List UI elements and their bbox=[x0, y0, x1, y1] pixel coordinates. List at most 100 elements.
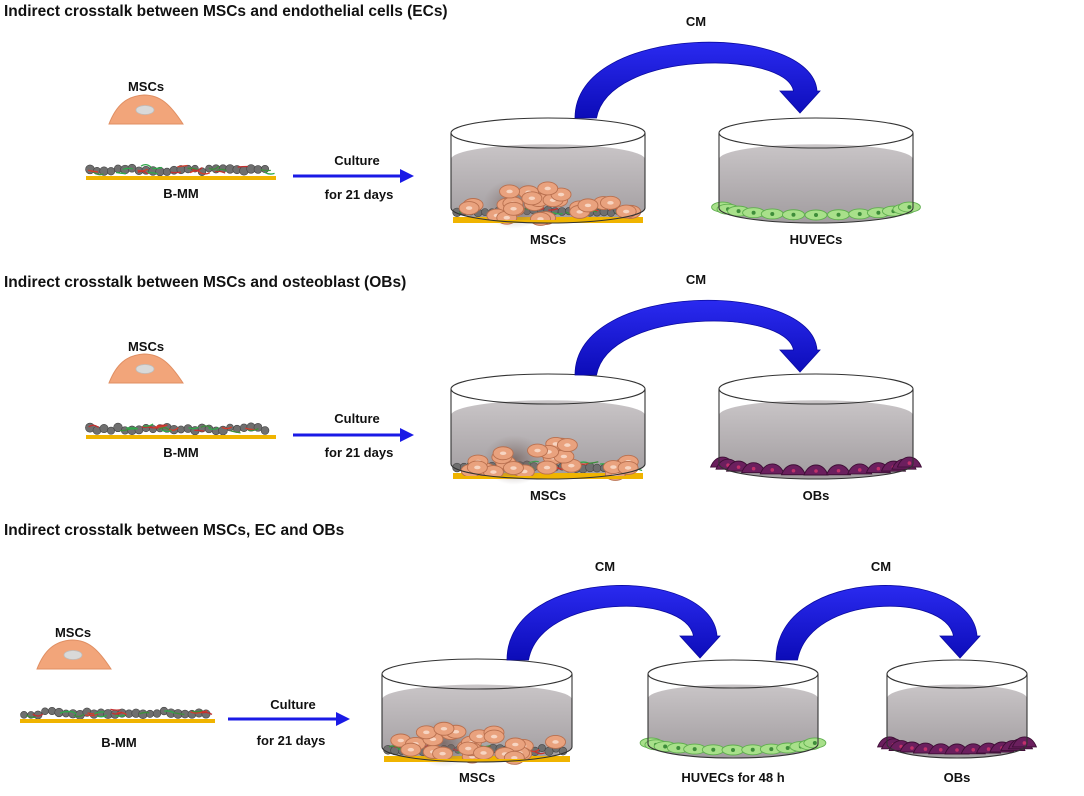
panel-2-msc-cell bbox=[109, 354, 183, 383]
scaffold-bead bbox=[153, 710, 161, 718]
cm-arrow-shape bbox=[575, 42, 820, 118]
panel-1-culture-label: Culture bbox=[334, 153, 380, 168]
ob-nucleus bbox=[752, 467, 756, 471]
scaffold-bead bbox=[177, 426, 184, 433]
huvec-nucleus bbox=[663, 745, 667, 749]
cm-arrow-shape bbox=[575, 300, 820, 375]
msc-cell-nucleus bbox=[441, 727, 447, 731]
panel-3-culture-arrow bbox=[228, 712, 350, 726]
msc-cell-nucleus bbox=[607, 201, 613, 205]
panel-1-scaffold-label: B-MM bbox=[163, 186, 198, 201]
panel-2-culture-label: Culture bbox=[334, 411, 380, 426]
msc-cell-nucleus bbox=[534, 449, 540, 453]
huvec-nucleus bbox=[786, 746, 790, 750]
scaffold-base bbox=[20, 719, 215, 723]
arrow-head bbox=[400, 169, 414, 183]
huvec-nucleus bbox=[858, 212, 862, 216]
panel-3-cm-label-2: CM bbox=[871, 559, 891, 574]
msc-cell-nucleus bbox=[466, 206, 472, 210]
scaffold-bead bbox=[146, 710, 153, 717]
scaffold-fiber bbox=[85, 715, 95, 716]
panel-1-title: Indirect crosstalk between MSCs and endo… bbox=[4, 3, 448, 21]
cm-arrow-shape bbox=[776, 585, 980, 660]
msc-cell-nucleus bbox=[544, 187, 550, 191]
panel-3-msc-cell-label: MSCs bbox=[55, 625, 91, 640]
huvec-nucleus bbox=[814, 213, 818, 217]
panel-1-msc-cell-label: MSCs bbox=[128, 79, 164, 94]
huvec-nucleus bbox=[737, 209, 741, 213]
panel-3-duration-label: for 21 days bbox=[257, 733, 326, 748]
panel-3-title: Indirect crosstalk between MSCs, EC and … bbox=[4, 522, 344, 540]
panel-3-cm-label-1: CM bbox=[595, 559, 615, 574]
panel-3-dish-3-label: OBs bbox=[944, 770, 971, 785]
huvec-nucleus bbox=[751, 748, 755, 752]
msc-cell-nucleus bbox=[480, 751, 486, 755]
msc-cell-nucleus bbox=[585, 204, 591, 208]
scaffold-bead bbox=[593, 464, 601, 472]
huvec-nucleus bbox=[907, 205, 911, 209]
panel-1-culture-arrow bbox=[293, 169, 414, 183]
panel-3-culture-label: Culture bbox=[270, 697, 316, 712]
panel-2-duration-label: for 21 days bbox=[325, 445, 394, 460]
arrow-head bbox=[336, 712, 350, 726]
msc-cell-nucleus bbox=[544, 466, 550, 470]
ob-nucleus bbox=[908, 461, 912, 465]
ob-nucleus bbox=[877, 467, 881, 471]
ob-nucleus bbox=[924, 747, 928, 751]
msc-cell-nucleus bbox=[490, 470, 496, 474]
arrow-head bbox=[400, 428, 414, 442]
ob-nucleus bbox=[814, 469, 818, 473]
panel-2-bmm-scaffold bbox=[85, 423, 276, 439]
panel-2-dish-2-label: OBs bbox=[803, 488, 830, 503]
huvec-nucleus bbox=[676, 746, 680, 750]
panel-2-culture-arrow bbox=[293, 428, 414, 442]
panel-3-dish-huvec bbox=[640, 660, 826, 758]
huvec-nucleus bbox=[711, 748, 715, 752]
msc-cell-nucleus bbox=[568, 464, 574, 468]
panel-3-dish-1-label: MSCs bbox=[459, 770, 495, 785]
panel-1-msc-cell bbox=[109, 95, 183, 124]
panel-1-dish-1-label: MSCs bbox=[530, 232, 566, 247]
huvec-nucleus bbox=[837, 213, 841, 217]
panel-2-scaffold-label: B-MM bbox=[163, 445, 198, 460]
huvec-nucleus bbox=[791, 213, 795, 217]
msc-cell-nucleus bbox=[408, 748, 414, 752]
panel-1-cm-arrow bbox=[575, 42, 820, 118]
msc-cell-nucleus bbox=[506, 190, 512, 194]
ob-nucleus bbox=[770, 468, 774, 472]
ob-nucleus bbox=[955, 748, 959, 752]
panel-2-dish-1-label: MSCs bbox=[530, 488, 566, 503]
msc-cell-nucleus bbox=[623, 210, 629, 214]
msc-cell-nucleus bbox=[625, 466, 631, 470]
ob-nucleus bbox=[939, 748, 943, 752]
msc-cell-nucleus bbox=[510, 466, 516, 470]
panel-2-dish-ob bbox=[711, 374, 922, 479]
ob-nucleus bbox=[1023, 741, 1027, 745]
panel-3-bmm-scaffold bbox=[20, 707, 215, 723]
msc-cell-nucleus bbox=[476, 735, 482, 739]
huvec-nucleus bbox=[770, 212, 774, 216]
cm-arrow-shape bbox=[507, 585, 720, 660]
scaffold-bead bbox=[86, 165, 95, 174]
scaffold-bead bbox=[254, 165, 262, 173]
scaffold-bead bbox=[163, 168, 171, 176]
panel-1-cm-label: CM bbox=[686, 14, 706, 29]
msc-cell-nucleus bbox=[439, 752, 445, 756]
panel-2-cm-arrow bbox=[575, 300, 820, 375]
msc-cell-nucleus bbox=[136, 106, 154, 115]
panel-3-dish-2-label: HUVECs for 48 h bbox=[681, 770, 784, 785]
msc-cell-nucleus bbox=[512, 743, 518, 747]
scaffold-bead bbox=[538, 744, 545, 751]
scaffold-base bbox=[86, 435, 276, 439]
ob-nucleus bbox=[792, 469, 796, 473]
huvec-nucleus bbox=[731, 748, 735, 752]
msc-cell-nucleus bbox=[136, 365, 154, 374]
ob-nucleus bbox=[910, 746, 914, 750]
panel-2-msc-cell-label: MSCs bbox=[128, 339, 164, 354]
ob-nucleus bbox=[737, 465, 741, 469]
scaffold-bead bbox=[100, 424, 108, 432]
scaffold-fiber bbox=[265, 172, 275, 174]
huvec-nucleus bbox=[813, 741, 817, 745]
